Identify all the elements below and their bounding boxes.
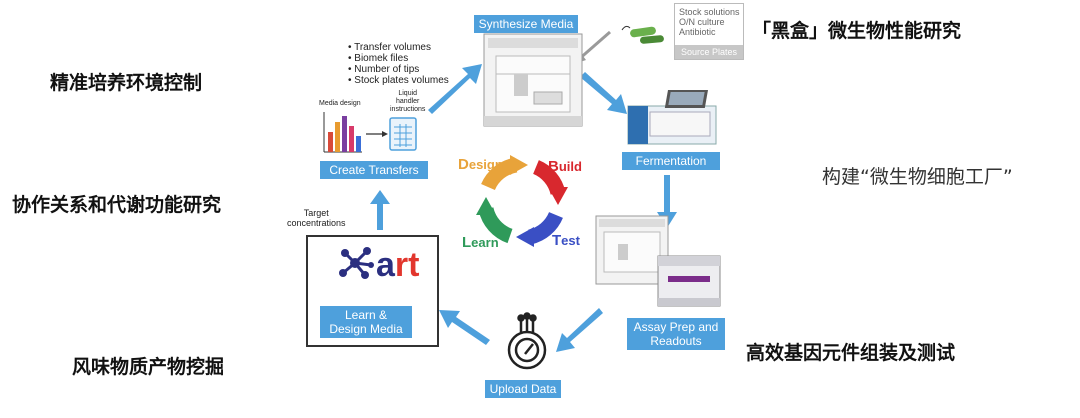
left-label-culture-control: 精准培养环境控制 (50, 72, 203, 94)
create-transfers-label: Create Transfers (320, 161, 428, 179)
assay-prep-line1: Assay Prep and (633, 320, 719, 334)
arrow-upload-to-learn (439, 310, 490, 345)
arrow-learn-to-create (370, 190, 390, 230)
left-label-flavor-mining: 风味物质产物挖掘 (72, 356, 225, 378)
assay-robot (595, 215, 669, 285)
upload-data-label: Upload Data (485, 380, 561, 398)
source-item: Stock solutions (679, 7, 740, 17)
assay-prep-label: Assay Prep and Readouts (627, 318, 725, 350)
workflow-diagram (306, 25, 721, 370)
arrow-create-to-synthesize (428, 64, 482, 114)
learn-design-label: Learn & Design Media (320, 306, 412, 338)
transfer-bullet-list: • Transfer volumes • Biomek files • Numb… (348, 42, 449, 86)
fermentation-instrument (627, 90, 717, 145)
right-label-cell-factory: 构建“微生物细胞工厂” (822, 166, 1013, 188)
dbtl-test: Test (552, 232, 580, 249)
list-item: • Stock plates volumes (348, 75, 449, 86)
synthesizer-robot (483, 33, 583, 127)
art-logo: art (376, 246, 420, 284)
source-plates-title: Source Plates (675, 45, 743, 59)
source-plates-box: Stock solutions O/N culture Antibiotic S… (674, 3, 744, 60)
art-network-icon (339, 247, 374, 279)
source-item: O/N culture (679, 17, 725, 27)
source-arrow (577, 30, 611, 62)
spreadsheet-icon (389, 117, 417, 151)
right-label-gene-assembly: 高效基因元件组装及测试 (746, 342, 956, 364)
fermentation-label: Fermentation (622, 152, 720, 170)
right-label-blackbox: 「黑盒」微生物性能研究 (752, 20, 962, 42)
synthesize-media-label: Synthesize Media (474, 15, 578, 33)
list-item: • Number of tips (348, 64, 420, 75)
bacteria-icon (621, 25, 664, 44)
dbtl-design: Design (458, 156, 503, 173)
dbtl-build: Build (548, 158, 582, 175)
upload-data-icon (507, 312, 547, 370)
assay-prep-line2: Readouts (650, 334, 702, 348)
media-design-caption: Media design (319, 100, 361, 107)
media-design-chart (323, 112, 362, 153)
left-label-metabolic-study: 协作关系和代谢功能研究 (12, 194, 222, 216)
arrow-assay-to-upload (556, 308, 603, 352)
arrow-synthesize-to-fermentation (580, 72, 627, 114)
liquid-handler-caption: Liquid handler instructions (390, 90, 426, 113)
list-item: • Biomek files (348, 53, 409, 64)
dbtl-cycle (476, 155, 568, 247)
list-item: • Transfer volumes (348, 42, 431, 53)
source-item: Antibiotic (679, 27, 716, 37)
learn-design-line1: Learn & (344, 308, 388, 322)
target-concentrations-caption: Target concentrations (287, 208, 346, 228)
dbtl-learn: Learn (462, 234, 499, 251)
plate-reader (657, 255, 721, 307)
arrow-fermentation-to-assay (657, 175, 677, 228)
learn-design-line2: Design Media (329, 322, 403, 336)
